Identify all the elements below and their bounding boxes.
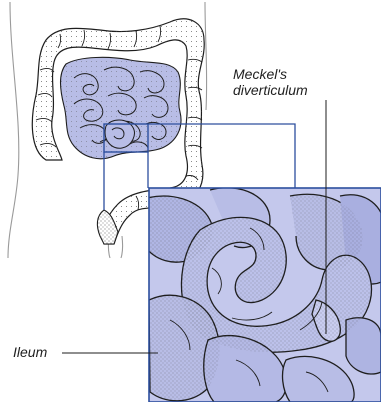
meckels-label-line2: diverticulum bbox=[233, 82, 308, 98]
inset-view bbox=[140, 188, 381, 402]
meckels-diverticulum-label: Meckel's diverticulum bbox=[233, 66, 308, 98]
ileum-label: Ileum bbox=[13, 344, 47, 360]
meckels-label-line1: Meckel's bbox=[233, 66, 308, 82]
